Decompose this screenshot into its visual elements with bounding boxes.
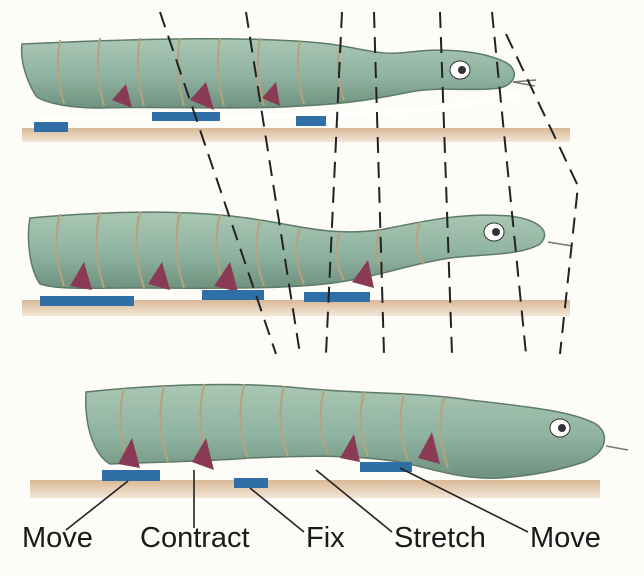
label-contract: Contract — [140, 524, 250, 553]
label-fix: Fix — [306, 524, 345, 553]
label-move-right: Move — [530, 524, 601, 553]
snake-body-bottom — [86, 385, 605, 479]
label-move-left: Move — [22, 524, 93, 553]
ground-strip-bottom — [30, 480, 600, 498]
ground-strip-top — [22, 128, 570, 142]
label-stretch: Stretch — [394, 524, 486, 553]
snake-middle — [22, 212, 572, 316]
snake-body-middle — [28, 212, 544, 288]
snake-top — [22, 38, 570, 142]
